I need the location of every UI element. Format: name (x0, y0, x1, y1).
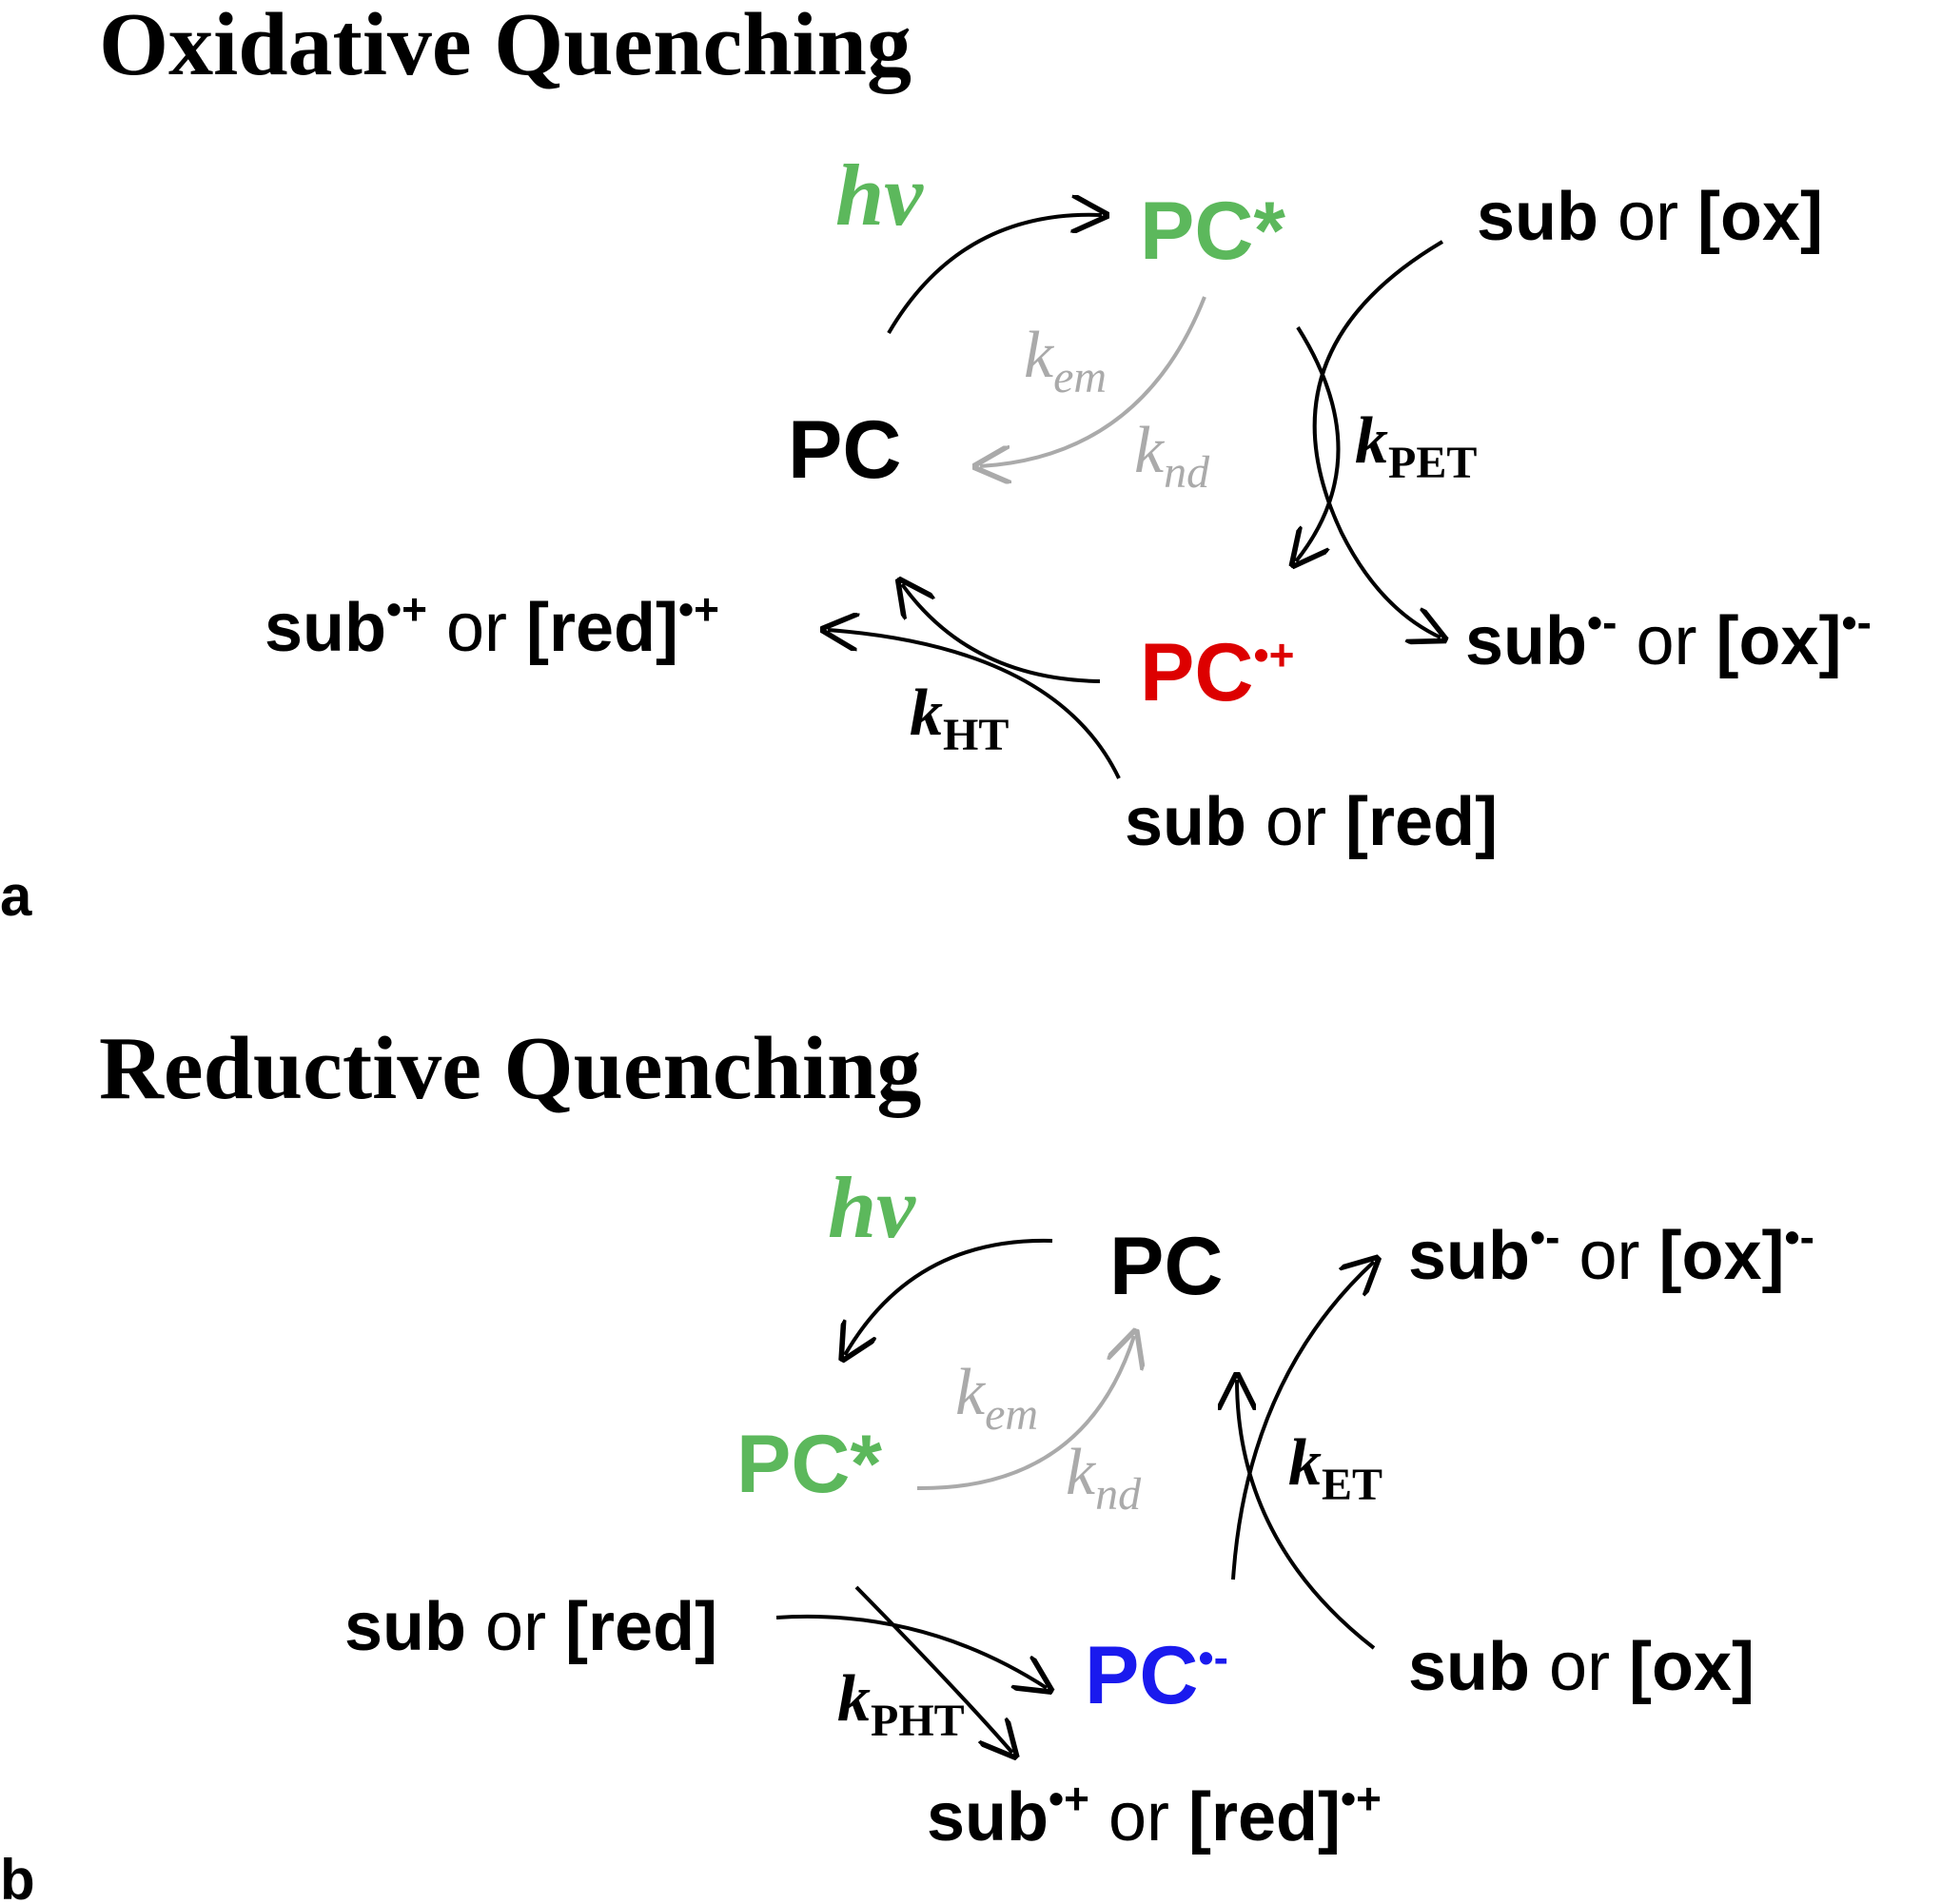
panel-a-pc-radical-cation: PC•+ (1140, 627, 1294, 718)
panel-a-pc-excited: PC* (1140, 186, 1285, 277)
panel-b-pc-radical-anion: PC•- (1085, 1630, 1228, 1721)
panel-a-decay-arrow (980, 296, 1206, 466)
panel-a-sub-or-ox: sub or [ox] (1477, 179, 1823, 255)
panel-b-decay-arrow (916, 1336, 1134, 1491)
panel-a-sub-or-red: sub or [red] (1125, 784, 1498, 860)
panel-b-k-nd: knd (1066, 1436, 1142, 1520)
panel-a-label: a (0, 864, 32, 928)
panel-b-title: Reductive Quenching (99, 1019, 921, 1118)
panel-b-label: b (0, 1848, 35, 1904)
panel-b-pht-arrow-out (854, 1585, 1012, 1753)
panel-b-sub-or-ox: sub or [ox] (1408, 1629, 1755, 1705)
panel-b-hv-label: hν (828, 1159, 916, 1256)
panel-a-k-pet: kPET (1355, 404, 1477, 488)
panel-a-sub-radical-cation: sub•+ or [red]•+ (265, 584, 719, 666)
panel-b-pc-ground: PC (1109, 1221, 1223, 1312)
panel-b-et-arrow-in (1237, 1380, 1376, 1650)
panel-a-pc-ground: PC (788, 404, 901, 496)
panel-b-pc-excited: PC* (736, 1419, 882, 1510)
panel-a-excitation-arrow (887, 215, 1102, 335)
panel-b-k-em: kem (955, 1356, 1038, 1440)
panel-a-title: Oxidative Quenching (99, 0, 912, 94)
panel-a-k-nd: knd (1134, 414, 1210, 498)
panel-b-pht-arrow-in (775, 1614, 1047, 1688)
panel-b-sub-radical-cation: sub•+ or [red]•+ (927, 1774, 1382, 1855)
panel-b-et-arrow-out (1231, 1262, 1374, 1580)
panel-a-hv-label: hν (835, 147, 924, 244)
panel-a: Oxidative Quenching hν PC* PC PC•+ sub o… (0, 0, 1872, 928)
panel-b-sub-or-red: sub or [red] (344, 1589, 717, 1665)
panel-b: Reductive Quenching hν PC PC* PC•- sub•-… (0, 1019, 1814, 1904)
panel-b-excitation-arrow (845, 1238, 1053, 1355)
panel-a-ht-arrow-in (902, 584, 1101, 683)
panel-a-ht-arrow-out (828, 630, 1121, 779)
panel-a-sub-radical-anion: sub•- or [ox]•- (1465, 598, 1872, 679)
panel-b-k-et: kET (1288, 1426, 1382, 1510)
panel-a-k-ht: kHT (910, 677, 1009, 760)
panel-b-k-pht: kPHT (837, 1662, 965, 1746)
panel-a-pet-arrow-in (1296, 325, 1341, 561)
panel-a-k-em: kem (1024, 319, 1107, 402)
panel-b-sub-radical-anion: sub•- or [ox]•- (1408, 1212, 1814, 1294)
panel-a-pet-arrow-out (1312, 240, 1442, 638)
